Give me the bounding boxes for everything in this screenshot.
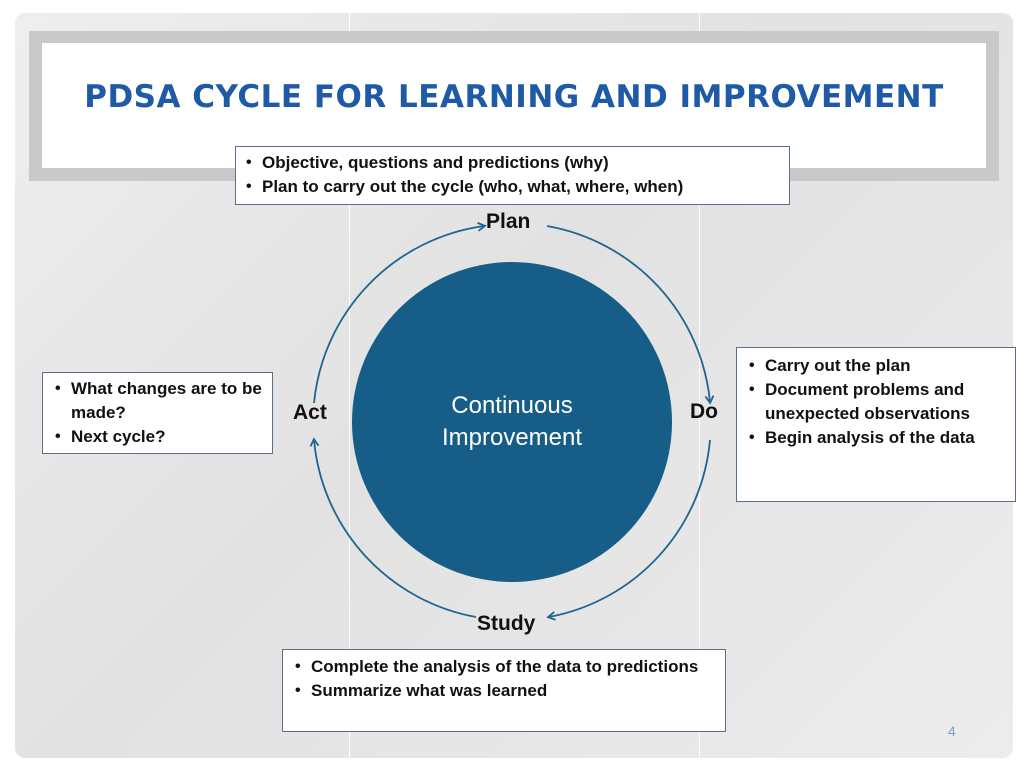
background-stripe: [349, 13, 350, 758]
study-note: Complete the analysis of the data to pre…: [291, 655, 717, 679]
stage-plan-label: Plan: [486, 210, 531, 233]
act-note: Next cycle?: [51, 425, 264, 449]
center-label: Continuous Improvement: [392, 390, 632, 454]
page-number: 4: [948, 723, 956, 739]
arrow-study-to-act: [309, 437, 477, 618]
arrow-do-to-study: [546, 439, 711, 621]
do-note: Begin analysis of the data: [745, 426, 1007, 450]
act-note: What changes are to be made?: [51, 377, 264, 425]
plan-note: Objective, questions and predictions (wh…: [242, 151, 783, 175]
study-notes-box: Complete the analysis of the data to pre…: [282, 649, 726, 732]
background-stripe: [699, 13, 700, 758]
plan-note: Plan to carry out the cycle (who, what, …: [242, 175, 783, 199]
center-label-line2: Improvement: [441, 424, 583, 451]
plan-notes-box: Objective, questions and predictions (wh…: [235, 146, 790, 205]
arrow-plan-to-do: [546, 225, 715, 405]
do-note: Carry out the plan: [745, 354, 1007, 378]
do-notes-box: Carry out the plan Document problems and…: [736, 347, 1016, 502]
study-note: Summarize what was learned: [291, 679, 717, 703]
stage-act-label: Act: [293, 401, 327, 424]
center-circle: [352, 262, 672, 582]
center-label-line1: Continuous: [451, 392, 573, 419]
act-notes-box: What changes are to be made? Next cycle?: [42, 372, 273, 454]
arrow-act-to-plan: [313, 222, 487, 404]
do-note: Document problems and unexpected observa…: [745, 378, 1007, 426]
slide-title: PDSA Cycle for Learning and Improvement: [84, 78, 944, 115]
stage-study-label: Study: [477, 612, 536, 635]
stage-do-label: Do: [690, 400, 718, 423]
